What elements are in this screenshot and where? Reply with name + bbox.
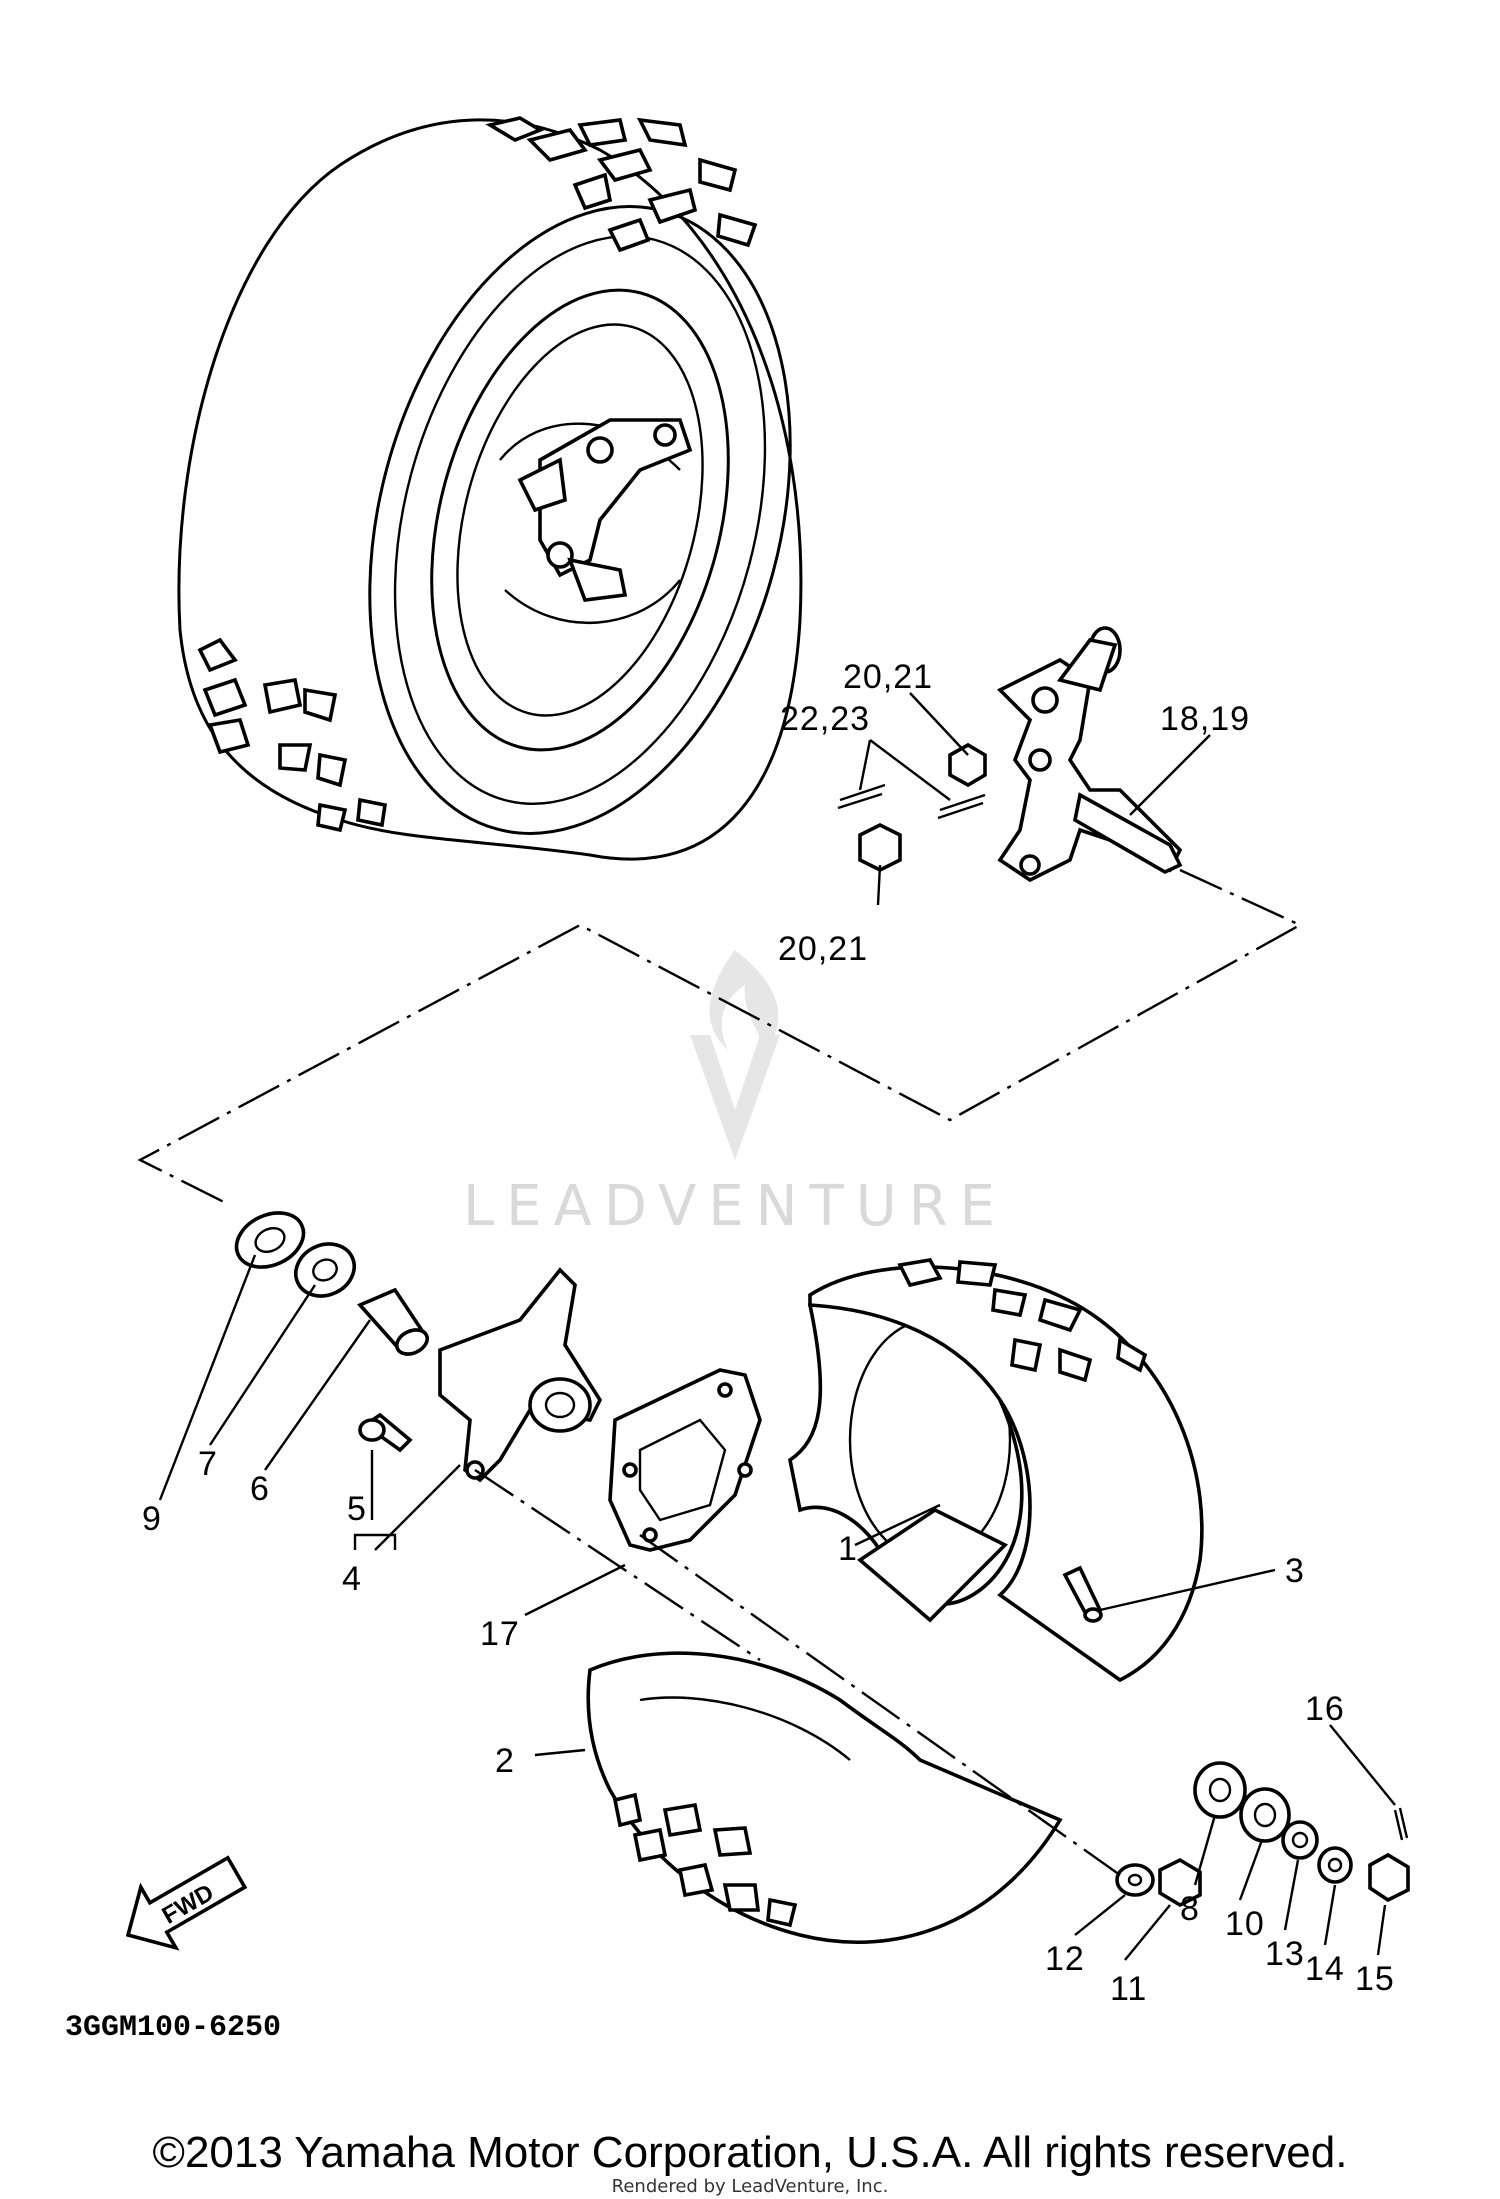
callout-2: 2	[495, 1742, 515, 1780]
part-2-tire-lower	[586, 1651, 1063, 1944]
part-15-nut	[1368, 1852, 1410, 1903]
callout-10: 10	[1225, 1905, 1265, 1943]
nut-20-21-top	[948, 742, 987, 788]
part-1-tire-upper	[808, 1258, 1204, 1683]
callout-22-23: 22,23	[780, 700, 870, 738]
callout-14: 14	[1305, 1950, 1345, 1988]
part-6-spacer	[356, 1287, 430, 1356]
callout-15: 15	[1355, 1960, 1395, 1998]
axis-line-upper	[137, 868, 1303, 1207]
part-14-washer	[1317, 1846, 1353, 1884]
leadventure-logo-icon	[690, 950, 780, 1160]
leader-lines	[158, 692, 1396, 1961]
callout-4: 4	[342, 1560, 362, 1598]
part-11-nut	[1158, 1857, 1202, 1908]
callout-9: 9	[142, 1500, 162, 1538]
part-17-gasket	[608, 1368, 762, 1552]
callout-8: 8	[1180, 1890, 1200, 1928]
callout-11: 11	[1110, 1970, 1147, 2008]
part-9-oil-seal	[234, 1211, 306, 1269]
copyright-notice: ©2013 Yamaha Motor Corporation, U.S.A. A…	[152, 2128, 1348, 2177]
rendered-by-notice: Rendered by LeadVenture, Inc.	[611, 2176, 889, 2197]
knuckle-assembly	[996, 626, 1183, 883]
diagram-code: 3GGM100-6250	[65, 2011, 281, 2045]
part-10-bearing	[1239, 1787, 1291, 1843]
callout-12: 12	[1045, 1940, 1085, 1978]
part-4-hub	[438, 1267, 603, 1483]
cotter-pins-22-23	[837, 783, 986, 820]
callout-17: 17	[480, 1615, 520, 1653]
callout-13: 13	[1265, 1935, 1305, 1973]
part-12-washer	[1115, 1863, 1155, 1897]
part-7-bearing	[294, 1242, 356, 1298]
watermark-text: LEADVENTURE	[463, 1174, 1007, 1239]
nut-20-21-bottom	[858, 822, 902, 873]
fwd-arrow-icon: FWD	[125, 1855, 248, 1951]
callout-20-21-bottom: 20,21	[778, 930, 868, 968]
callout-labels: 20,21 22,23 18,19 20,21 9 7 6 5 4 17 1 3…	[142, 658, 1395, 2008]
top-tread-blocks	[197, 116, 758, 833]
callout-3: 3	[1285, 1552, 1305, 1590]
axis-line-lower	[474, 1469, 1121, 1876]
part-1-rim	[787, 1299, 1024, 1623]
callout-16: 16	[1305, 1690, 1345, 1728]
part-8-collar	[1193, 1761, 1247, 1819]
callout-7: 7	[198, 1445, 218, 1483]
callout-20-21-top: 20,21	[843, 658, 933, 696]
callout-6: 6	[250, 1470, 270, 1508]
callout-18-19: 18,19	[1160, 700, 1250, 738]
part-13-seal	[1281, 1820, 1319, 1860]
part-16-cotter-pin	[1393, 1807, 1409, 1841]
callout-1: 1	[838, 1530, 858, 1568]
leadventure-watermark: LEADVENTURE	[463, 950, 1007, 1239]
top-hub	[517, 418, 693, 602]
part-5-bolt	[358, 1412, 413, 1453]
top-wheel-assembly	[177, 116, 803, 861]
callout-5: 5	[347, 1490, 367, 1528]
